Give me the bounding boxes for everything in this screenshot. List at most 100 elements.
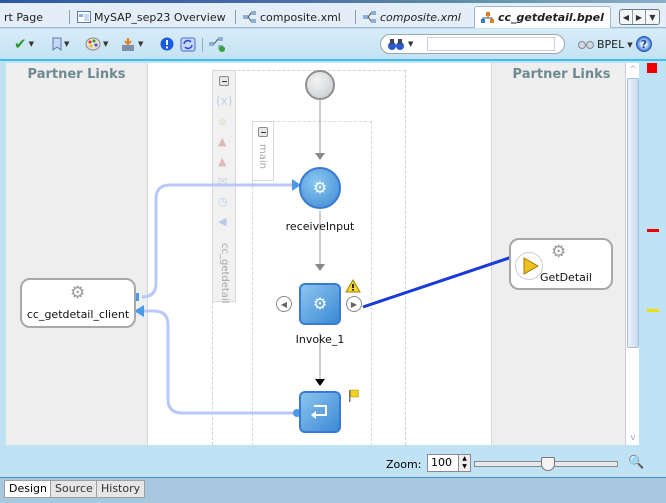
- zoom-bar: Zoom: 100 ▲▼ 🔍: [6, 447, 661, 477]
- tab-composite-xml[interactable]: composite.xml: [235, 6, 341, 28]
- scroll-down-button[interactable]: v: [630, 433, 636, 443]
- getdetail-partner-link[interactable]: ⚙ GetDetail: [509, 238, 613, 290]
- tab-separator: [69, 10, 70, 24]
- zoom-slider-thumb[interactable]: [541, 457, 555, 471]
- tab-navigation: ◀ ▶ ▼: [619, 9, 660, 25]
- termination-handler-icon[interactable]: ◀: [218, 215, 227, 228]
- event-handler-icon[interactable]: ✉: [218, 175, 228, 188]
- help-button[interactable]: ?: [636, 36, 652, 52]
- bpel-label: BPEL: [597, 38, 625, 51]
- deploy-icon: [122, 37, 134, 51]
- editor-tabbar: rt Page MySAP_sep23 Overview composite.x…: [0, 3, 666, 28]
- reply-icon: [311, 405, 327, 419]
- warning-marker[interactable]: [647, 309, 659, 312]
- main-sequence-toolstrip: main: [252, 121, 274, 181]
- deploy-button[interactable]: ▼: [120, 35, 143, 53]
- chevron-down-icon[interactable]: ▼: [408, 40, 414, 48]
- tab-prev-button[interactable]: ◀: [620, 10, 633, 24]
- fault-handler-icon[interactable]: ▲: [218, 135, 227, 148]
- glasses-icon: [578, 40, 594, 49]
- bpel-menu-button[interactable]: BPEL ▼: [578, 38, 633, 51]
- tab-next-button[interactable]: ▶: [633, 10, 646, 24]
- validate-button[interactable]: ✔ ▼: [14, 35, 34, 53]
- search-input[interactable]: [427, 37, 555, 51]
- refresh-button[interactable]: [180, 35, 196, 53]
- gear-icon: ⚙: [312, 178, 328, 197]
- info-icon: [160, 37, 174, 51]
- zoom-label: Zoom:: [386, 458, 422, 471]
- tab-composite-xml-2[interactable]: composite.xml: [355, 6, 461, 28]
- toolbar-separator: [202, 38, 203, 52]
- scrollbar-thumb[interactable]: [627, 78, 639, 348]
- zoom-fit-icon[interactable]: 🔍: [628, 455, 645, 470]
- tab-design[interactable]: Design: [4, 480, 52, 498]
- zoom-value[interactable]: 100: [431, 456, 452, 469]
- partner-port-circle[interactable]: [515, 252, 543, 280]
- composite-view-icon: [209, 36, 225, 52]
- wires-layer: [133, 99, 519, 417]
- zoom-spinner[interactable]: 100 ▲▼: [427, 454, 471, 472]
- window-top-strip: [0, 0, 666, 3]
- flag-icon[interactable]: [348, 389, 360, 403]
- error-marker[interactable]: [647, 229, 659, 232]
- composite-view-button[interactable]: [209, 35, 226, 53]
- palette-button[interactable]: ▼: [85, 35, 108, 53]
- invoke-left-port[interactable]: ◀: [276, 296, 292, 312]
- play-arrow-icon: [523, 257, 539, 275]
- tab-label: composite.xml: [260, 10, 341, 24]
- left-partner-links-panel: Partner Links: [6, 63, 148, 445]
- tab-list-button[interactable]: ▼: [649, 12, 656, 22]
- scope-name-label: cc_getdetail: [219, 243, 230, 304]
- canvas-vertical-scrollbar[interactable]: ^ v: [625, 63, 639, 445]
- info-button[interactable]: [160, 35, 174, 53]
- receive-activity[interactable]: ⚙: [299, 167, 341, 209]
- collapse-main-button[interactable]: [258, 127, 268, 137]
- tab-label: composite.xml: [380, 10, 461, 24]
- invoke-activity-label: Invoke_1: [295, 333, 345, 346]
- bpel-design-canvas[interactable]: Partner Links Partner Links (x) ✲ ▲ ▲ ✉ …: [6, 63, 631, 445]
- tab-source[interactable]: Source: [50, 480, 98, 498]
- bookmark-button[interactable]: ▼: [52, 35, 69, 53]
- variables-icon[interactable]: (x): [216, 94, 233, 108]
- zoom-slider[interactable]: [474, 457, 618, 471]
- tab-label: rt Page: [4, 10, 43, 24]
- chevron-down-icon: ▼: [64, 40, 70, 48]
- compensation-handler-icon[interactable]: ▲: [218, 155, 227, 168]
- composite-icon: [243, 11, 256, 23]
- alarm-handler-icon[interactable]: ◷: [218, 195, 228, 208]
- gear-icon: ⚙: [312, 294, 328, 313]
- error-status-icon[interactable]: [647, 63, 657, 73]
- binoculars-icon[interactable]: [387, 38, 405, 51]
- bookmark-icon: [52, 37, 62, 51]
- chevron-down-icon: ▼: [28, 40, 34, 48]
- main-sequence: [252, 121, 372, 445]
- correlation-gear-icon[interactable]: ✲: [218, 116, 228, 129]
- flow-arrow-icon: [315, 153, 325, 160]
- client-partner-link-label: cc_getdetail_client: [26, 308, 130, 321]
- process-start-node[interactable]: [305, 70, 335, 100]
- tab-cc-getdetail-bpel[interactable]: cc_getdetail.bpel: [474, 6, 611, 28]
- tab-mysap-overview[interactable]: MySAP_sep23 Overview: [69, 6, 226, 28]
- chevron-down-icon: ▼: [103, 40, 109, 48]
- checkmark-icon: ✔: [14, 35, 27, 53]
- palette-icon: [85, 37, 101, 51]
- chevron-down-icon: ▼: [627, 40, 633, 49]
- client-partner-link[interactable]: ⚙ cc_getdetail_client: [20, 278, 136, 328]
- right-partner-links-title: Partner Links: [512, 67, 611, 82]
- tab-start-page[interactable]: rt Page: [4, 6, 43, 28]
- chevron-down-icon: ▼: [138, 40, 144, 48]
- left-partner-links-title: Partner Links: [27, 67, 126, 82]
- service-gear-icon: ⚙: [70, 283, 86, 303]
- warning-icon[interactable]: [345, 279, 361, 293]
- zoom-spin-buttons[interactable]: ▲▼: [458, 455, 470, 471]
- refresh-icon: [180, 37, 196, 51]
- collapse-process-button[interactable]: [219, 76, 229, 86]
- scroll-up-button[interactable]: ^: [629, 65, 637, 75]
- tab-history[interactable]: History: [96, 480, 146, 498]
- invoke-right-port[interactable]: ▶: [346, 296, 362, 312]
- tab-label: cc_getdetail.bpel: [498, 11, 604, 24]
- reply-activity[interactable]: [299, 391, 341, 433]
- invoke-activity[interactable]: ⚙: [299, 283, 341, 325]
- composite-icon: [363, 11, 376, 23]
